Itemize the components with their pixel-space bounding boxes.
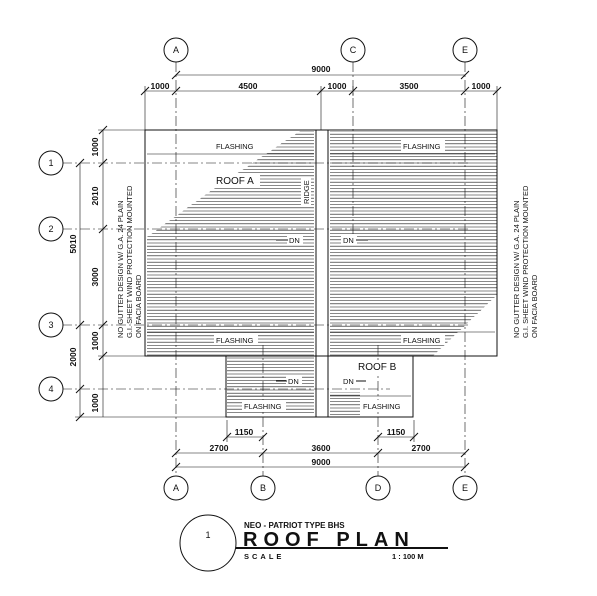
dim-left-outer-2: 2000 (68, 347, 78, 366)
dim-left-4: 1000 (90, 331, 100, 350)
dim-bottom-overall: 9000 (312, 457, 331, 467)
dim-top-5: 1000 (472, 81, 491, 91)
grid-label-1: 1 (48, 158, 53, 168)
note-right-line1: NO GUTTER DESIGN W/ G.A. 24 PLAIN (512, 200, 521, 338)
grid-bubbles-left: 1 2 3 4 (38, 150, 64, 402)
grid-bubble-a-bottom (163, 475, 189, 501)
note-left-line2: G.I. SHEET WIND PROTECTION MOUNTED (125, 185, 134, 338)
dn-label-lower-right: DN (343, 377, 354, 386)
top-dimensions: 9000 1000 4500 1000 3500 1000 (140, 64, 502, 130)
roof-b-label: ROOF B (358, 362, 397, 373)
dn-label-left: DN (289, 236, 300, 245)
grid-bubble-1 (38, 150, 64, 176)
title-circle (179, 514, 237, 572)
title-block: 1 NEO - PATRIOT TYPE BHS ROOF PLAN SCALE… (179, 514, 448, 572)
dim-top-overall: 9000 (312, 64, 331, 74)
grid-label-e-top: E (462, 45, 468, 55)
title-main: ROOF PLAN (243, 529, 415, 551)
title-number: 1 (205, 530, 210, 540)
grid-bubbles-bottom: A B D E (163, 475, 478, 501)
flashing-label-top-left: FLASHING (216, 142, 254, 151)
dim-bottom-1: 2700 (210, 443, 229, 453)
dim-left-outer-1: 5010 (68, 234, 78, 253)
grid-label-d-bottom: D (375, 483, 382, 493)
grid-bubble-4 (38, 376, 64, 402)
roof-b-outline (225, 356, 414, 418)
grid-bubble-2 (38, 216, 64, 242)
dim-bottom-2: 3600 (312, 443, 331, 453)
grid-label-c-top: C (350, 45, 357, 55)
title-scale-value: 1 : 100 M (392, 552, 424, 561)
grid-label-4: 4 (48, 384, 53, 394)
dim-left-5: 1000 (90, 393, 100, 412)
note-left-line1: NO GUTTER DESIGN W/ G.A. 24 PLAIN (116, 200, 125, 338)
flashing-label-mid-left: FLASHING (216, 336, 254, 345)
dim-top-3: 1000 (328, 81, 347, 91)
dn-label-lower-left: DN (288, 377, 299, 386)
bottom-dimensions: 1150 1150 2700 3600 2700 9000 (171, 420, 470, 472)
ridge-label: RIDGE (302, 180, 311, 204)
dim-top-4: 3500 (400, 81, 419, 91)
left-dimensions: 1000 2010 3000 1000 1000 5010 2000 (68, 125, 226, 422)
title-scale-label: SCALE (244, 552, 284, 561)
dim-top-2: 4500 (239, 81, 258, 91)
grid-bubbles-top: A C E (163, 37, 478, 63)
plan-labels: FLASHING FLASHING ROOF A RIDGE DN DN FLA… (214, 140, 445, 411)
note-right-line2: G.I. SHEET WIND PROTECTION MOUNTED (521, 185, 530, 338)
roof-a-label: ROOF A (216, 176, 254, 187)
dim-bottom-small-1: 1150 (235, 427, 254, 437)
grid-label-2: 2 (48, 224, 53, 234)
grid-bubble-3 (38, 312, 64, 338)
gutter-note-right: NO GUTTER DESIGN W/ G.A. 24 PLAIN G.I. S… (512, 185, 539, 338)
dim-left-2: 2010 (90, 186, 100, 205)
grid-bubble-e-top (452, 37, 478, 63)
grid-label-a-bottom: A (173, 483, 179, 493)
grid-bubble-a-top (163, 37, 189, 63)
flashing-label-mid-right: FLASHING (403, 336, 441, 345)
title-subtitle: NEO - PATRIOT TYPE BHS (244, 521, 345, 530)
note-right-line3: ON FACIA BOARD (530, 274, 539, 338)
dim-top-1: 1000 (151, 81, 170, 91)
grid-label-3: 3 (48, 320, 53, 330)
dim-left-1: 1000 (90, 137, 100, 156)
gutter-note-left: NO GUTTER DESIGN W/ G.A. 24 PLAIN G.I. S… (116, 185, 143, 338)
dim-bottom-3: 2700 (412, 443, 431, 453)
grid-bubble-e-bottom (452, 475, 478, 501)
grid-bubble-d-bottom (365, 475, 391, 501)
grid-label-b-bottom: B (260, 483, 266, 493)
flashing-label-lower-left: FLASHING (244, 402, 282, 411)
grid-label-e-bottom: E (462, 483, 468, 493)
dim-left-3: 3000 (90, 267, 100, 286)
grid-bubble-c-top (340, 37, 366, 63)
flashing-label-lower-right: FLASHING (363, 402, 401, 411)
grid-bubble-b-bottom (250, 475, 276, 501)
grid-lines (62, 62, 470, 476)
roof-b-right-hatch (330, 392, 360, 415)
grid-label-a-top: A (173, 45, 179, 55)
dim-bottom-small-2: 1150 (387, 427, 406, 437)
dn-label-right: DN (343, 236, 354, 245)
note-left-line3: ON FACIA BOARD (134, 274, 143, 338)
flashing-label-top-right: FLASHING (403, 142, 441, 151)
